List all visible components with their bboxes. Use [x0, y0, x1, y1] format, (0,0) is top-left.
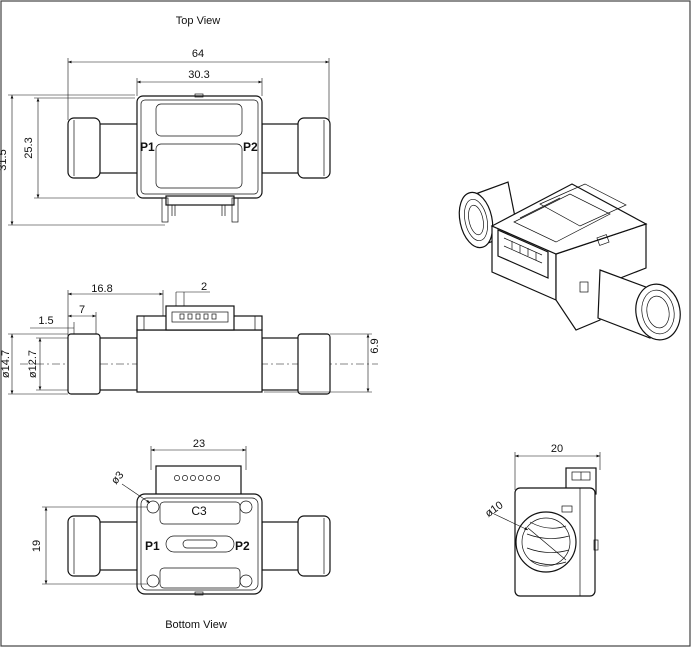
- dim-side-od: ø14.7: [0, 350, 12, 378]
- top-connector: [165, 195, 235, 206]
- dim-top-width: 64: [192, 48, 204, 60]
- top-view-title: Top View: [176, 15, 220, 27]
- bottom-window-upper: [159, 501, 241, 525]
- top-port-p2: P2: [243, 140, 258, 154]
- side-body: [136, 329, 263, 393]
- bottom-connector-pins: [174, 475, 220, 481]
- dim-bottom-width: 23: [193, 438, 205, 450]
- bottom-port-p2: P2: [235, 539, 250, 553]
- left-barb: [67, 117, 101, 179]
- left-tube: [97, 123, 139, 174]
- side-view: 16.8 2 7 1.5 ø14.7 ø12.7: [0, 281, 381, 395]
- bottom-right-barb: [297, 515, 331, 577]
- bottom-window-lower: [159, 567, 241, 589]
- dim-top-total-h: 31.5: [0, 149, 9, 170]
- bottom-body: [136, 493, 263, 595]
- dim-bore-leader: [489, 511, 529, 531]
- dim-side-pitch: 2: [201, 281, 207, 293]
- top-port-p1: P1: [140, 140, 155, 154]
- mount-hole: [239, 574, 253, 588]
- bottom-port-p1: P1: [145, 539, 160, 553]
- dim-end-bore: ø10: [483, 499, 505, 520]
- dim-bottom-hole: ø3: [109, 469, 126, 487]
- end-body: [514, 487, 596, 597]
- mount-hole: [239, 500, 253, 514]
- dim-hole-leader: [121, 483, 151, 504]
- dim-end-width: 20: [551, 443, 563, 455]
- end-bore-outer: [515, 511, 577, 573]
- mount-hole: [146, 574, 160, 588]
- iso-top-face: [490, 183, 648, 255]
- top-view: Top View 64 30.3 31.5 25.3: [0, 15, 331, 226]
- dim-top-body: 30.3: [188, 69, 209, 81]
- dim-side-tube: 7: [79, 304, 85, 316]
- dim-side-tip: 1.5: [38, 315, 53, 327]
- right-barb: [297, 117, 331, 179]
- isometric-view: [458, 181, 681, 341]
- iso-top-window: [513, 193, 611, 243]
- bottom-flow-slot: [165, 535, 235, 553]
- bottom-left-tube: [95, 521, 139, 571]
- side-left-barb: [67, 333, 101, 395]
- dim-side-height: 6.9: [369, 338, 381, 353]
- side-right-barb: [297, 333, 331, 395]
- bottom-view-title: Bottom View: [165, 619, 227, 631]
- right-tube: [261, 123, 303, 174]
- end-view: 20 ø10: [483, 443, 601, 597]
- iso-connector: [497, 229, 549, 279]
- iso-right-tube: [597, 269, 681, 341]
- bottom-connector: [155, 465, 242, 497]
- dim-bottom-h: 19: [31, 540, 43, 552]
- end-bore-inner: [521, 517, 571, 567]
- bottom-left-barb: [67, 515, 101, 577]
- top-window-lower: [155, 143, 243, 189]
- dim-top-body-h: 25.3: [23, 137, 35, 158]
- bottom-code-label: C3: [191, 504, 207, 518]
- bottom-right-tube: [261, 521, 303, 571]
- bottom-view: 23 C3 P1 P2 ø: [31, 438, 331, 631]
- side-connector: [165, 305, 235, 331]
- top-window-upper: [155, 103, 243, 137]
- dim-side-offset: 16.8: [91, 283, 112, 295]
